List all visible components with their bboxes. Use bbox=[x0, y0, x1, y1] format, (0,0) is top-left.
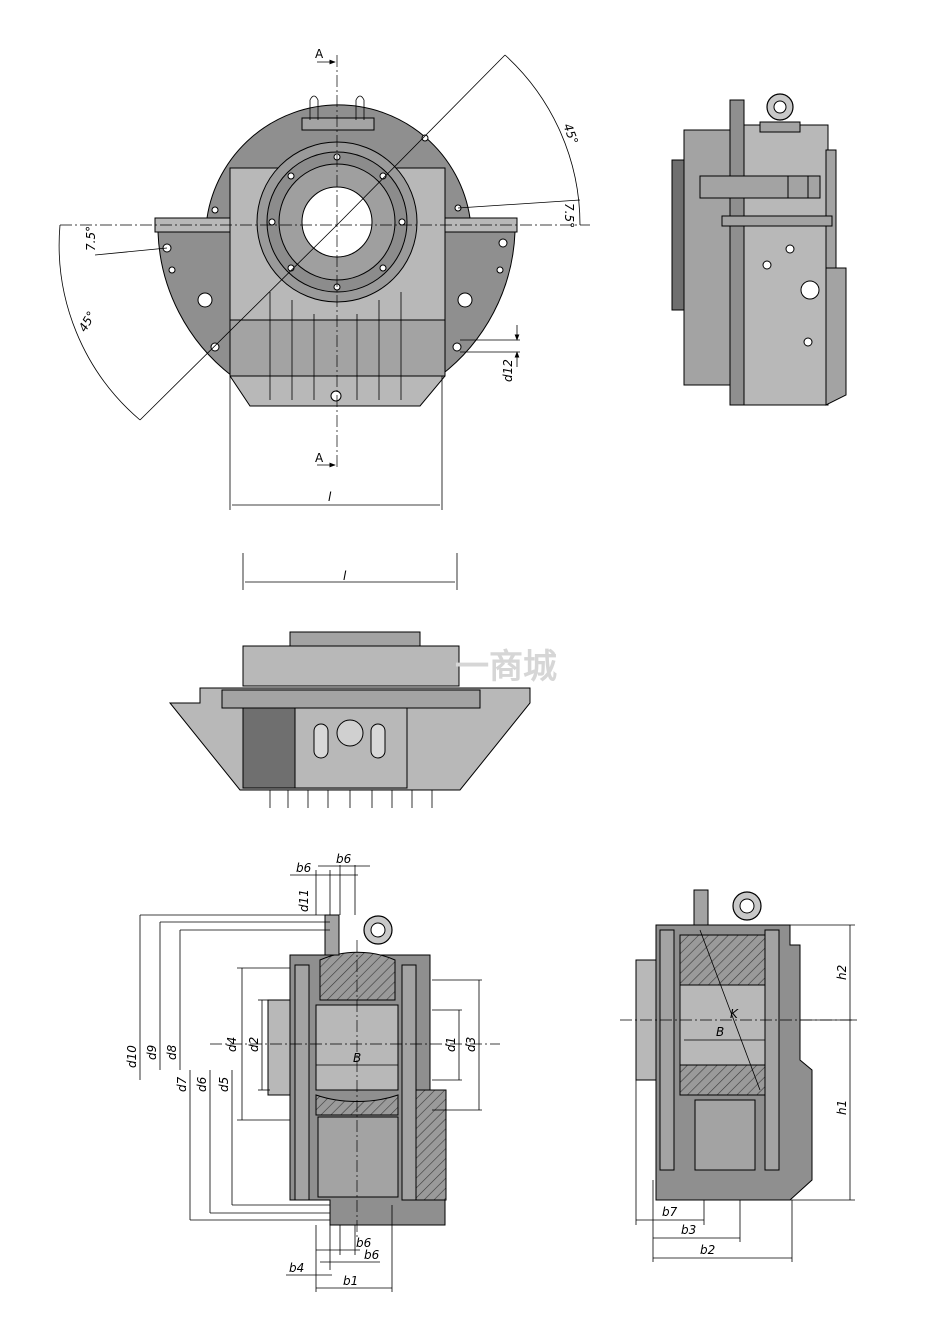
dim-d11: d11 bbox=[297, 889, 311, 912]
dim-b2: b2 bbox=[700, 1243, 715, 1257]
dim-d6: d6 bbox=[195, 1076, 209, 1092]
angle-label-45-left: 45° bbox=[76, 309, 99, 334]
dim-B-left: B bbox=[353, 1051, 361, 1065]
dim-b6-top-b: b6 bbox=[336, 852, 352, 866]
dim-b1: b1 bbox=[343, 1274, 358, 1288]
dim-d5: d5 bbox=[217, 1077, 231, 1092]
dim-d3: d3 bbox=[464, 1037, 478, 1052]
angle-label-7-5-upper: 7.5° bbox=[562, 203, 576, 228]
dim-b7: b7 bbox=[662, 1205, 678, 1219]
dim-d12: d12 bbox=[501, 359, 515, 382]
dim-b6-top-a: b6 bbox=[296, 861, 312, 875]
dim-d4: d4 bbox=[225, 1037, 239, 1052]
dim-d1: d1 bbox=[444, 1037, 458, 1052]
section-right-view bbox=[620, 889, 860, 1262]
dim-b4: b4 bbox=[289, 1261, 304, 1275]
front-view bbox=[58, 54, 590, 510]
plan-view: 一商城 bbox=[168, 553, 557, 808]
dim-d7: d7 bbox=[175, 1076, 189, 1092]
dim-d2: d2 bbox=[247, 1037, 261, 1052]
dim-l-plan: l bbox=[343, 569, 347, 583]
dim-K: K bbox=[730, 1007, 739, 1021]
dim-l-front: l bbox=[328, 490, 332, 504]
dim-h1: h1 bbox=[835, 1100, 849, 1115]
dim-h2: h2 bbox=[835, 965, 849, 980]
angle-label-45-upper: 45° bbox=[560, 122, 580, 147]
dim-d8: d8 bbox=[165, 1044, 179, 1060]
watermark: 一商城 bbox=[455, 647, 557, 687]
angle-label-7-5-left: 7.5° bbox=[84, 226, 98, 251]
dim-b3: b3 bbox=[681, 1223, 696, 1237]
section-label-a-top: A bbox=[315, 47, 324, 61]
dim-d10: d10 bbox=[125, 1045, 139, 1068]
dim-d9: d9 bbox=[145, 1045, 159, 1060]
dim-b6-bottom-a: b6 bbox=[356, 1236, 372, 1250]
side-view bbox=[671, 93, 847, 406]
dim-b6-bottom-b: b6 bbox=[364, 1248, 380, 1262]
dim-B-right: B bbox=[716, 1025, 724, 1039]
section-left-view bbox=[139, 865, 500, 1292]
section-label-a-bottom: A bbox=[315, 451, 324, 465]
